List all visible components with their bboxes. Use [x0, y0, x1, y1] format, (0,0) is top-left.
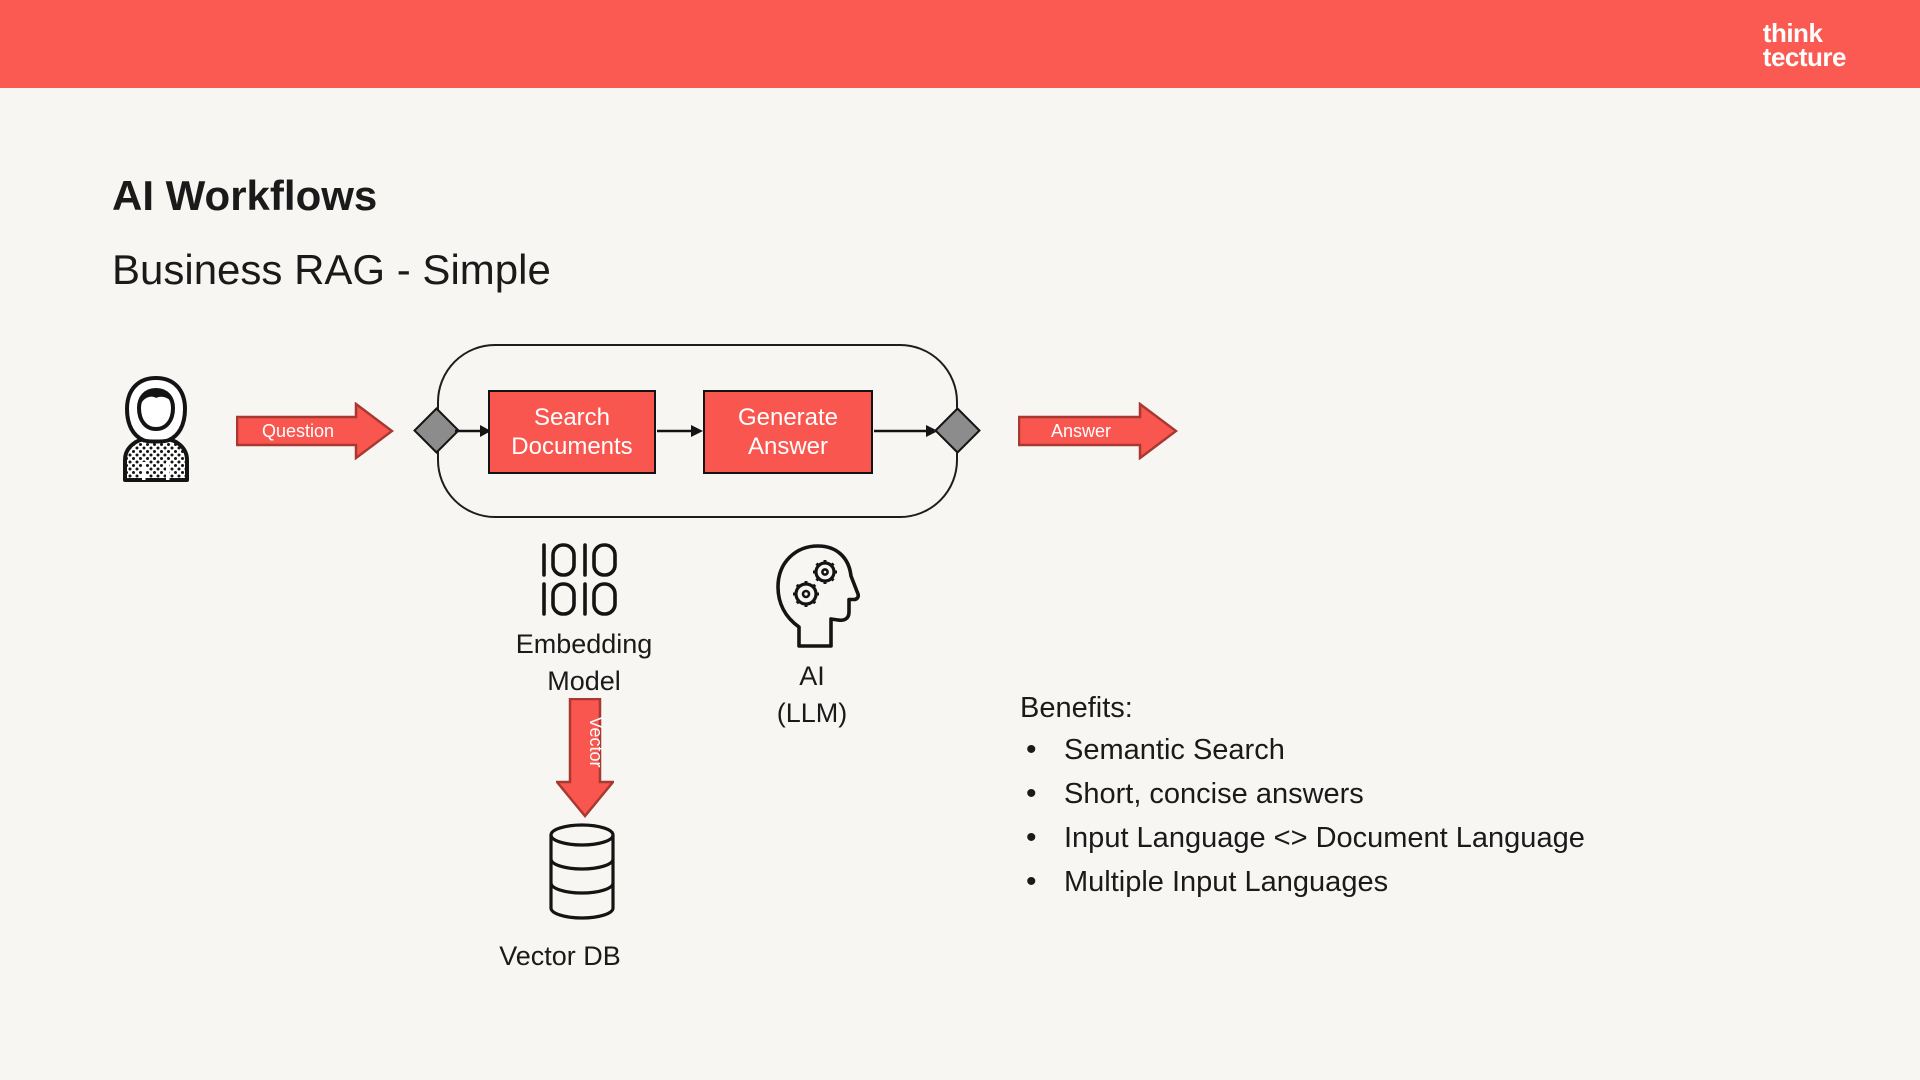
gear-icon	[793, 581, 819, 607]
benefits-list: Semantic Search Short, concise answers I…	[1020, 734, 1585, 898]
user-person-icon	[123, 376, 189, 482]
question-arrow-label: Question	[262, 421, 334, 441]
ai-label-line1: AI	[799, 661, 825, 691]
benefit-item: Short, concise answers	[1020, 778, 1585, 810]
vector-db-label: Vector DB	[460, 938, 660, 975]
embedding-label-line1: Embedding	[515, 629, 653, 659]
embedding-label-line2: Model	[547, 666, 621, 696]
benefit-item: Input Language <> Document Language	[1020, 822, 1585, 854]
vector-down-arrow: Vector	[556, 698, 614, 818]
ai-head-gears-icon	[776, 544, 861, 648]
benefit-item: Semantic Search	[1020, 734, 1585, 766]
logo-line-1: think	[1762, 18, 1823, 48]
ai-llm-label: AI (LLM)	[732, 658, 892, 732]
embedding-model-label: Embedding Model	[484, 626, 684, 700]
answer-arrow: Answer	[1018, 402, 1178, 460]
answer-arrow-label: Answer	[1051, 421, 1111, 441]
logo-line-2: tecture	[1762, 42, 1847, 72]
connector-arrow-1	[455, 425, 491, 437]
vector-db-label-text: Vector DB	[499, 941, 621, 971]
vector-arrow-label: Vector	[586, 716, 606, 767]
embedding-binary-icon	[542, 543, 617, 616]
database-cylinder-icon	[549, 823, 615, 920]
connector-arrow-2	[657, 425, 703, 437]
step-generate-answer: Generate Answer	[703, 390, 873, 474]
ai-label-line2: (LLM)	[776, 698, 848, 728]
page-subtitle: Business RAG - Simple	[112, 246, 551, 293]
benefits-heading: Benefits:	[1020, 692, 1133, 724]
step-search-documents: Search Documents	[488, 390, 656, 474]
top-banner: think tecture	[0, 0, 1920, 88]
gear-icon	[813, 560, 837, 584]
question-arrow: Question	[236, 402, 394, 460]
connector-arrow-3	[874, 425, 938, 437]
step-label: Generate Answer	[737, 403, 839, 460]
benefit-item: Multiple Input Languages	[1020, 866, 1585, 898]
step-label: Search Documents	[511, 403, 633, 460]
page-title: AI Workflows	[112, 172, 378, 219]
thinktecture-logo: think tecture	[1762, 18, 1847, 72]
benefits-section: Benefits: Semantic Search Short, concise…	[1020, 692, 1585, 911]
